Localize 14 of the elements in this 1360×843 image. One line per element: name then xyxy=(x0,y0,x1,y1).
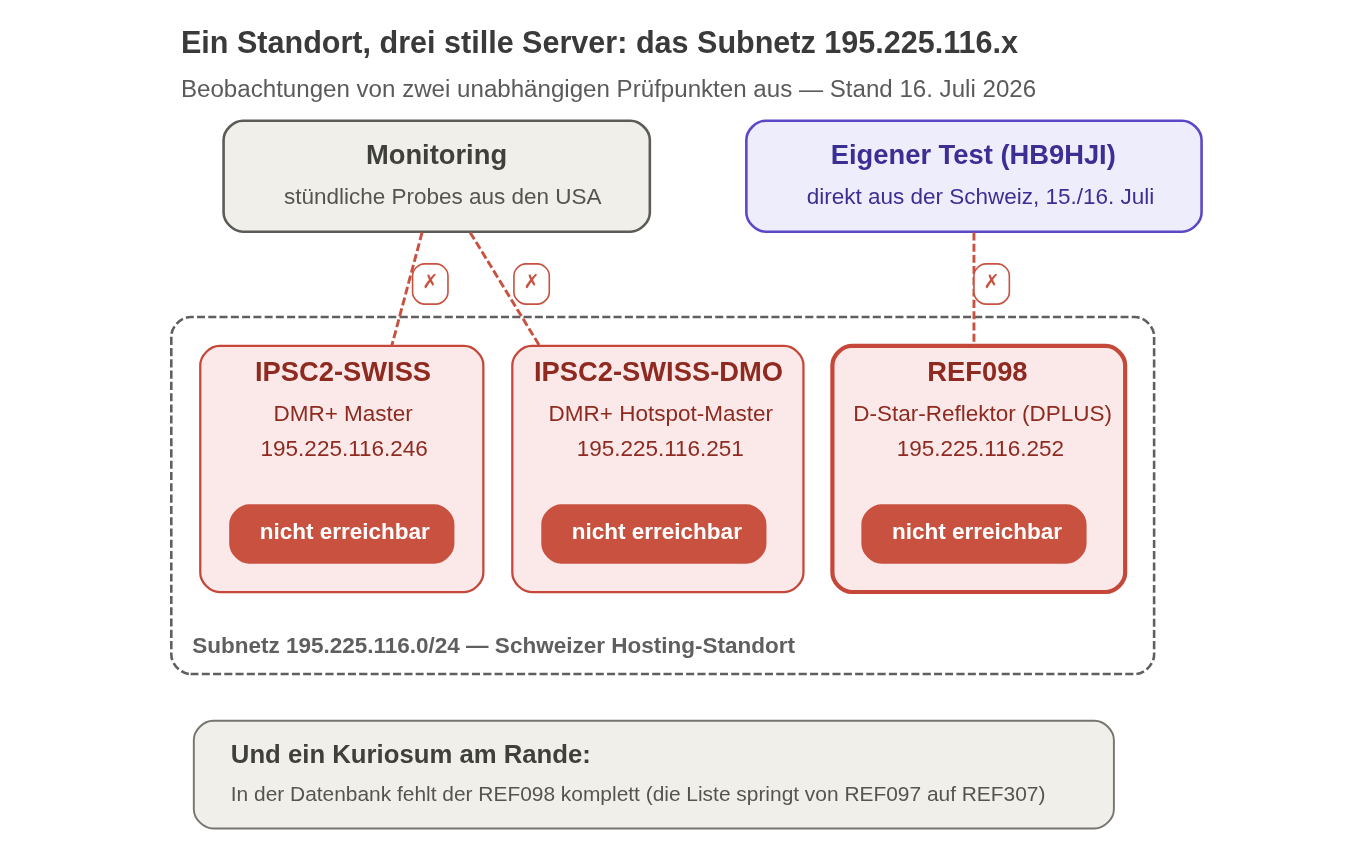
node-box: Eigener Test (HB9HJI) direkt aus der Schweiz, 15./16. Juli xyxy=(745,119,1203,233)
node-box: Monitoring stündliche Probes aus den USA xyxy=(222,119,652,233)
node-box: nicht erreichbar xyxy=(229,504,455,564)
connector xyxy=(972,232,976,346)
diagram-title: Ein Standort, drei stille Server: das Subnetz 195.225.116.x xyxy=(180,25,1018,60)
edge-label: ✗ xyxy=(422,270,439,294)
connector xyxy=(468,231,541,347)
caption: Beobachtungen von zwei unabhängigen Prüfpunkten aus — Stand 16. Juli 2026 xyxy=(180,74,1037,102)
node-box: nicht erreichbar xyxy=(861,504,1087,564)
connector xyxy=(390,232,424,347)
node-box: nicht erreichbar xyxy=(541,504,767,564)
edge-label: ✗ xyxy=(983,270,1000,294)
edge-label: ✗ xyxy=(523,270,540,294)
node-box: Und ein Kuriosum am Rande: In der Datenbank fehlt der REF098 komplett (die Liste springt von REF097 auf REF307) xyxy=(192,719,1115,830)
